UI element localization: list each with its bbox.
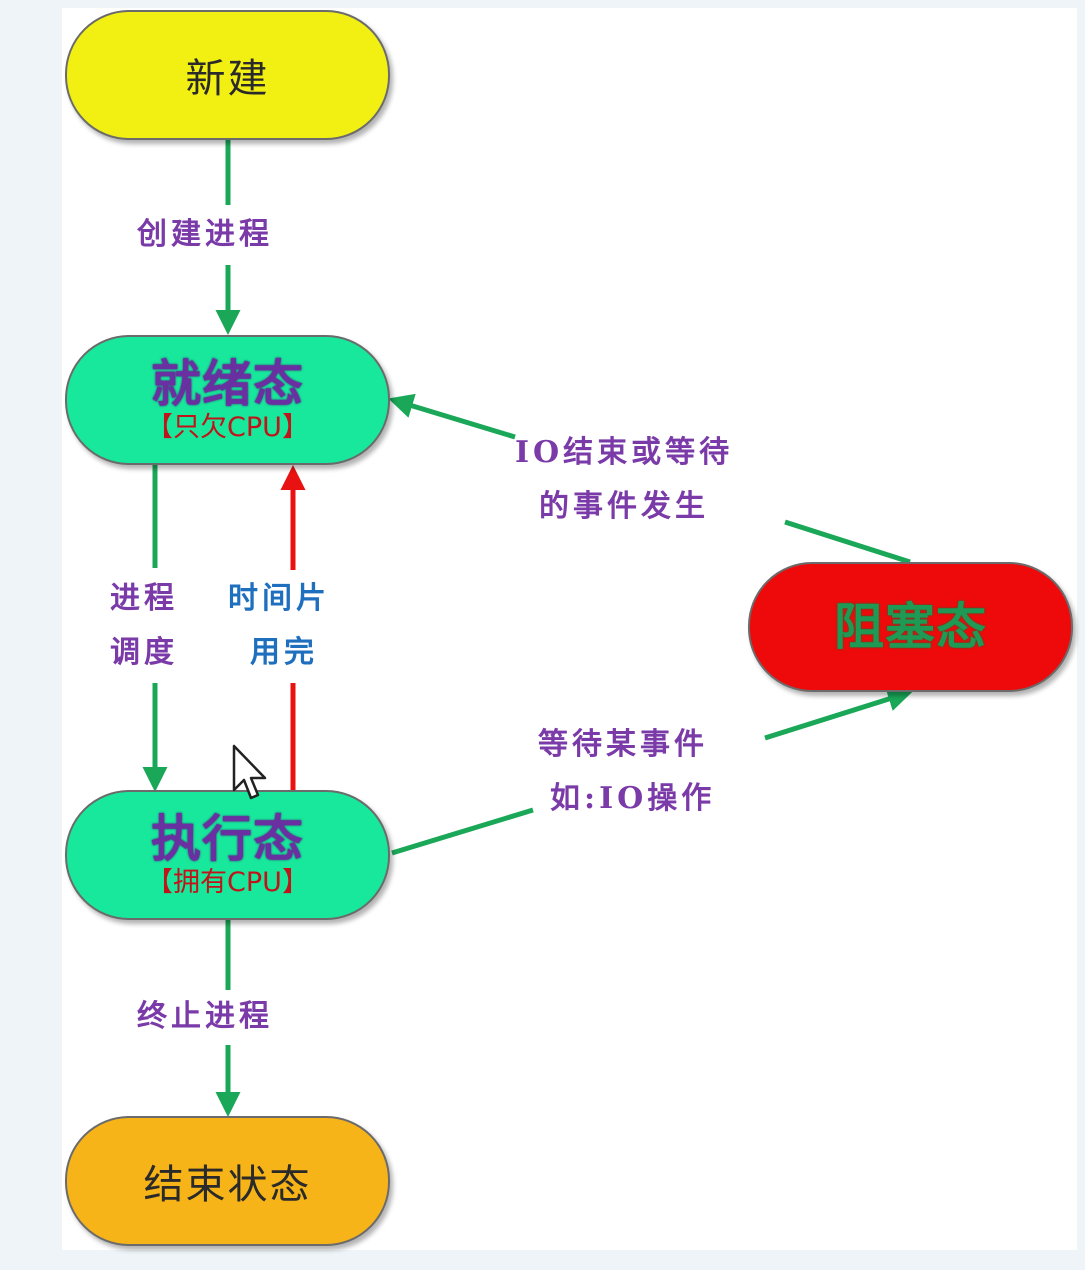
node-running-sub: 【拥有CPU】: [146, 867, 309, 898]
edge-timeout-label: 时间片 用完: [228, 572, 330, 680]
node-blocked: 阻塞态: [748, 562, 1073, 692]
node-ready-label: 就绪态: [151, 355, 304, 413]
edge-wait-label: 等待某事件 如:IO操作: [538, 718, 715, 826]
edge-dispatch-line1: 进程: [110, 581, 178, 616]
edge-dispatch-label: 进程 调度: [110, 572, 178, 680]
node-new: 新建: [65, 10, 390, 140]
edge-wakeup-line1: IO结束或等待: [515, 435, 734, 470]
mouse-cursor-icon: [232, 744, 267, 800]
node-running: 执行态 【拥有CPU】: [65, 790, 390, 920]
edge-wakeup-line2: 的事件发生: [539, 489, 709, 524]
node-new-label: 新建: [185, 56, 270, 102]
edge-timeout-line2: 用完: [250, 635, 318, 670]
edge-wait-upper: [764, 687, 913, 741]
edge-wakeup-label: IO结束或等待 的事件发生: [515, 426, 733, 534]
node-running-label: 执行态: [151, 810, 304, 868]
node-end-label: 结束状态: [143, 1162, 312, 1208]
edge-wakeup-upper: [388, 393, 516, 440]
edge-dispatch-line2: 调度: [110, 635, 178, 670]
edge-wait-line2: 如:IO操作: [550, 781, 716, 816]
edge-wait-line1: 等待某事件: [538, 727, 708, 762]
edge-create-label: 创建进程: [137, 217, 273, 252]
node-ready: 就绪态 【只欠CPU】: [65, 335, 390, 465]
node-end: 结束状态: [65, 1116, 390, 1246]
edge-timeout-line1: 时间片: [228, 581, 330, 616]
edge-wakeup-lower: [784, 519, 911, 565]
node-blocked-label: 阻塞态: [834, 598, 987, 656]
edge-wait-lower: [391, 807, 534, 856]
node-ready-sub: 【只欠CPU】: [146, 412, 309, 443]
edge-terminate-label: 终止进程: [137, 999, 273, 1034]
